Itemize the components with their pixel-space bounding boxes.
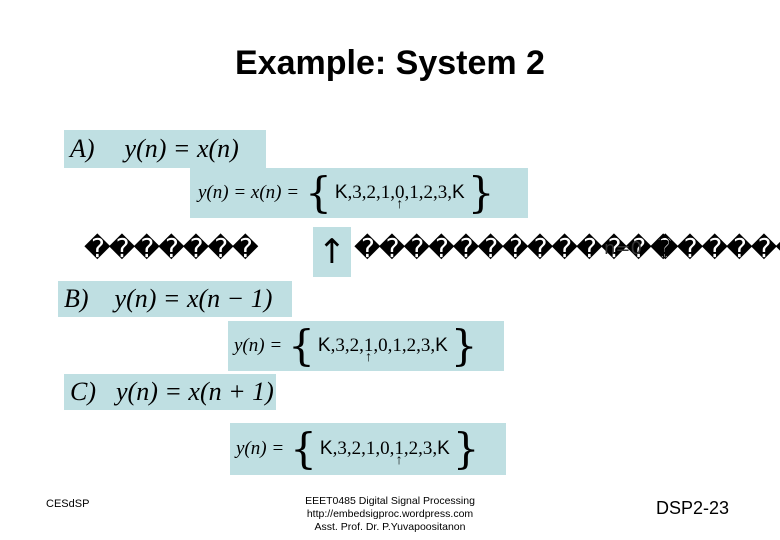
sequence-b-values: K,3,2,1↑,0,1,2,3,K [317,335,448,365]
equation-c-label: C) [70,377,96,406]
right-brace-icon: } [467,168,495,217]
right-brace-icon: } [450,321,478,370]
sequence-value: 2, [351,438,366,459]
equation-b: y(n) = x(n − 1) [114,284,273,313]
footer-website: http://embedsigproc.wordpress.com [306,508,474,520]
sequence-b-lhs: y(n) = [234,335,283,356]
sequence-value: 3, [437,182,452,203]
sequence-value: 1, [380,182,395,203]
footer-author: Asst. Prof. Dr. P.Yuvapoositanon [314,521,466,533]
sequence-value: ,0, [373,335,393,356]
sequence-c-lhs: y(n) = [236,438,285,459]
sequence-value: 1↑ [363,335,374,365]
sequence-value: 3, [420,335,436,356]
sequence-value: ,3, [332,438,352,459]
note-line-right: ������������� [354,234,677,264]
up-arrow-icon: ↑ [395,453,403,468]
note-n-zero: n=0 [604,238,642,259]
note-garbled-right: ������������� [354,234,677,264]
up-arrow-icon: ↑ [396,197,404,212]
sequence-a-box: y(n) = x(n) = { K,3,2,1,0↑,1,2,3,K } [190,168,528,218]
sequence-c-box: y(n) = { K,3,2,1,0,1↑,2,3,K } [230,423,506,475]
sequence-value: ,3, [347,182,367,203]
equation-b-box: B) y(n) = x(n − 1) [58,281,292,317]
note-garbled-end: ������ [652,234,780,264]
sequence-value: K [334,182,348,203]
note-garbled-left: ������� [84,234,259,264]
footer-left-label: CESdSP [46,498,90,510]
sequence-value: K [435,335,448,356]
note-line-end: ������ [652,234,780,264]
equation-c-box: C) y(n) = x(n + 1) [64,374,276,410]
footer-course-info: EEET0485 Digital Signal Processing http:… [280,495,500,534]
sequence-value: K [452,182,465,203]
sequence-b-box: y(n) = { K,3,2,1↑,0,1,2,3,K } [228,321,504,371]
equation-a-label: A) [70,134,95,163]
equation-c: y(n) = x(n + 1) [116,377,274,406]
sequence-c-values: K,3,2,1,0,1↑,2,3,K [319,438,450,468]
sequence-value: 0↑ [395,182,405,212]
sequence-value: 1, [365,438,381,459]
sequence-a-values: K,3,2,1,0↑,1,2,3,K [334,182,465,212]
sequence-value: ,1, [404,182,424,203]
sequence-value: ,3, [330,335,350,356]
equation-a-box: A) y(n) = x(n) [64,130,266,168]
sequence-value: 2, [349,335,364,356]
sequence-value: K [437,438,450,459]
sequence-value: 2, [423,182,438,203]
right-brace-icon: } [452,424,480,473]
footer-course-title: EEET0485 Digital Signal Processing [305,495,475,507]
sequence-value: 0, [380,438,395,459]
left-brace-icon: { [305,168,332,217]
note-line: ������� [84,234,259,264]
equation-b-label: B) [64,284,89,313]
sequence-value: 3, [422,438,438,459]
sequence-value: 2, [366,182,381,203]
equation-a: y(n) = x(n) [124,134,239,163]
left-brace-icon: { [290,424,317,473]
sequence-value: K [317,335,331,356]
sequence-value: K [319,438,333,459]
up-arrow-icon: ↑ [365,350,373,365]
sequence-value: ,2, [403,438,423,459]
slide-number: DSP2-23 [656,498,730,518]
slide-title: Example: System 2 [235,44,545,82]
left-brace-icon: { [288,321,315,370]
sequence-a-lhs: y(n) = x(n) = [198,182,300,203]
sequence-value: 1↑ [394,438,404,468]
sequence-value: 1, [392,335,407,356]
up-arrow-icon: ↑ [313,227,351,277]
sequence-value: 2, [406,335,421,356]
